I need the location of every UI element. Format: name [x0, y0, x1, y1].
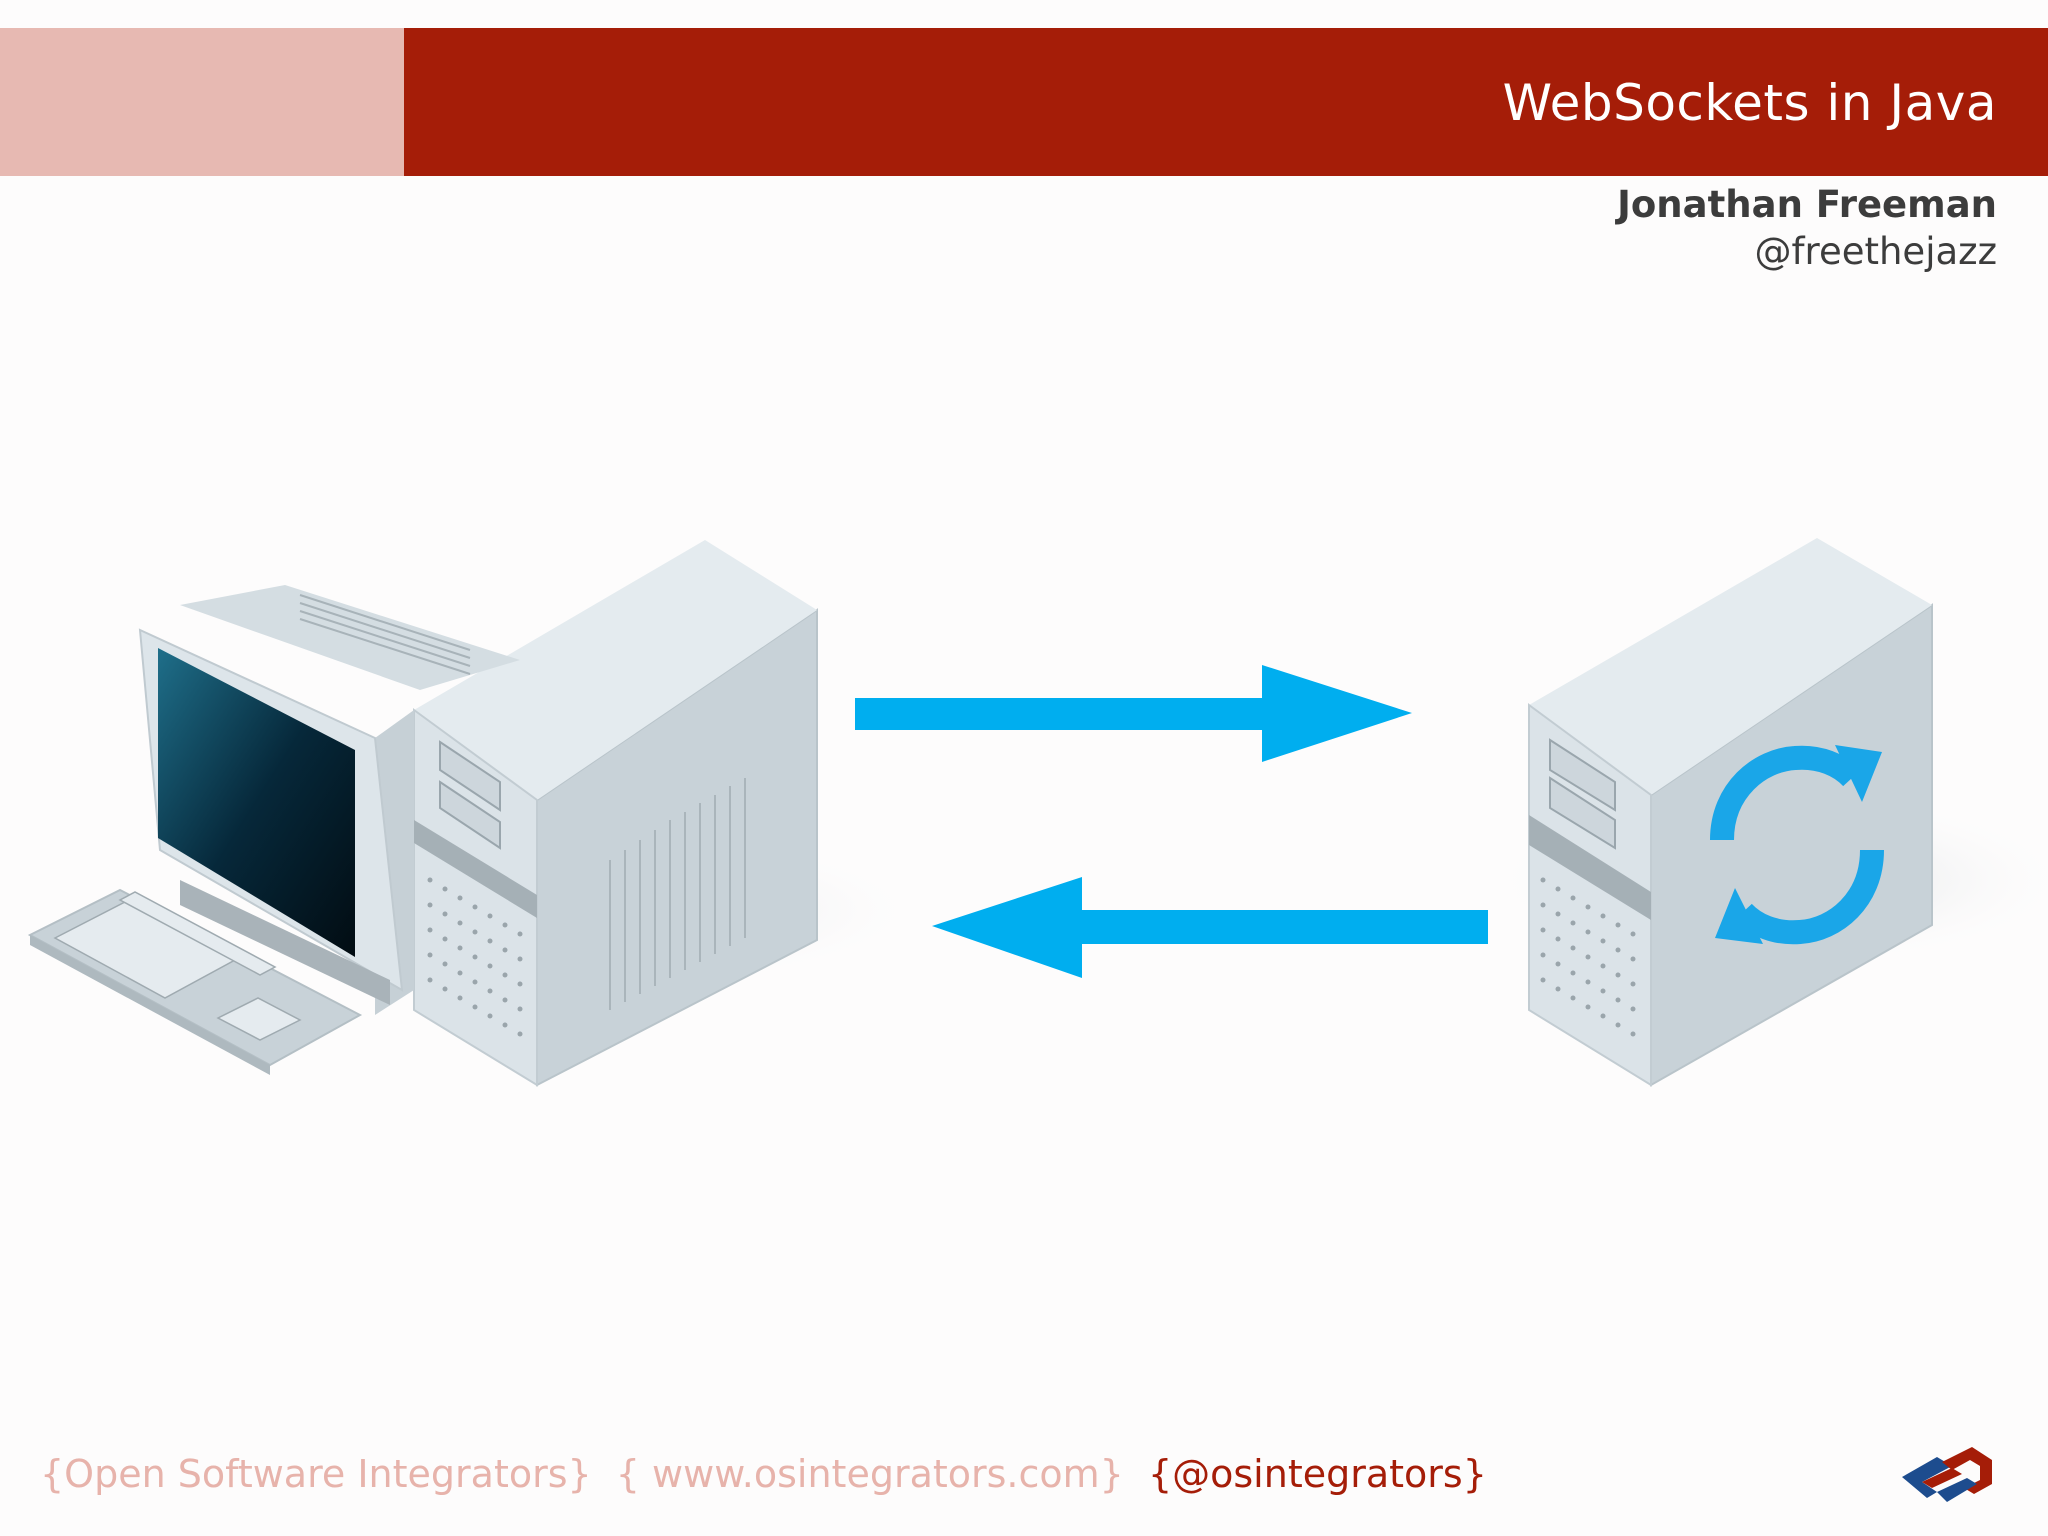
author-name: Jonathan Freeman [1617, 183, 1997, 226]
response-arrow-icon [932, 877, 1488, 978]
osi-logo-icon [1902, 1447, 1992, 1502]
footer: {Open Software Integrators} { www.osinte… [40, 1452, 1487, 1496]
client-server-diagram [27, 538, 2048, 1087]
footer-org: {Open Software Integrators} [40, 1452, 592, 1496]
footer-twitter-link[interactable]: {@osintegrators} [1147, 1452, 1487, 1496]
footer-website-link[interactable]: { www.osintegrators.com} [615, 1452, 1124, 1496]
header-band [0, 28, 2048, 176]
desktop-computer-icon [27, 540, 930, 1087]
sync-icon [1710, 745, 1884, 945]
request-arrow-icon [855, 665, 1412, 762]
header-title-bar [404, 28, 2048, 176]
header-accent-block [0, 28, 404, 176]
slide-title: WebSockets in Java [1502, 74, 1997, 132]
server-sync-icon [1480, 538, 2048, 1087]
author-handle: @freethejazz [1754, 230, 1997, 273]
